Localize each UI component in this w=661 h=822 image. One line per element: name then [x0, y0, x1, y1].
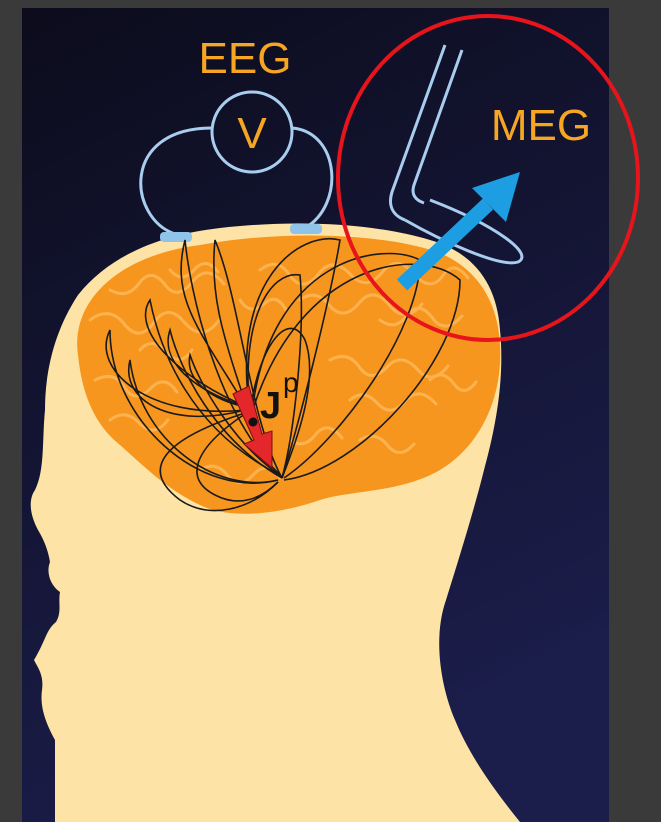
eeg-label: EEG — [199, 34, 292, 83]
voltmeter-label: V — [237, 109, 267, 158]
eeg-electrode-left — [160, 232, 192, 242]
eeg-electrode-right — [290, 224, 322, 234]
current-superscript: p — [283, 367, 299, 398]
current-symbol: J — [260, 385, 281, 427]
dipole-center-dot — [249, 418, 258, 427]
meg-label: MEG — [491, 101, 591, 150]
